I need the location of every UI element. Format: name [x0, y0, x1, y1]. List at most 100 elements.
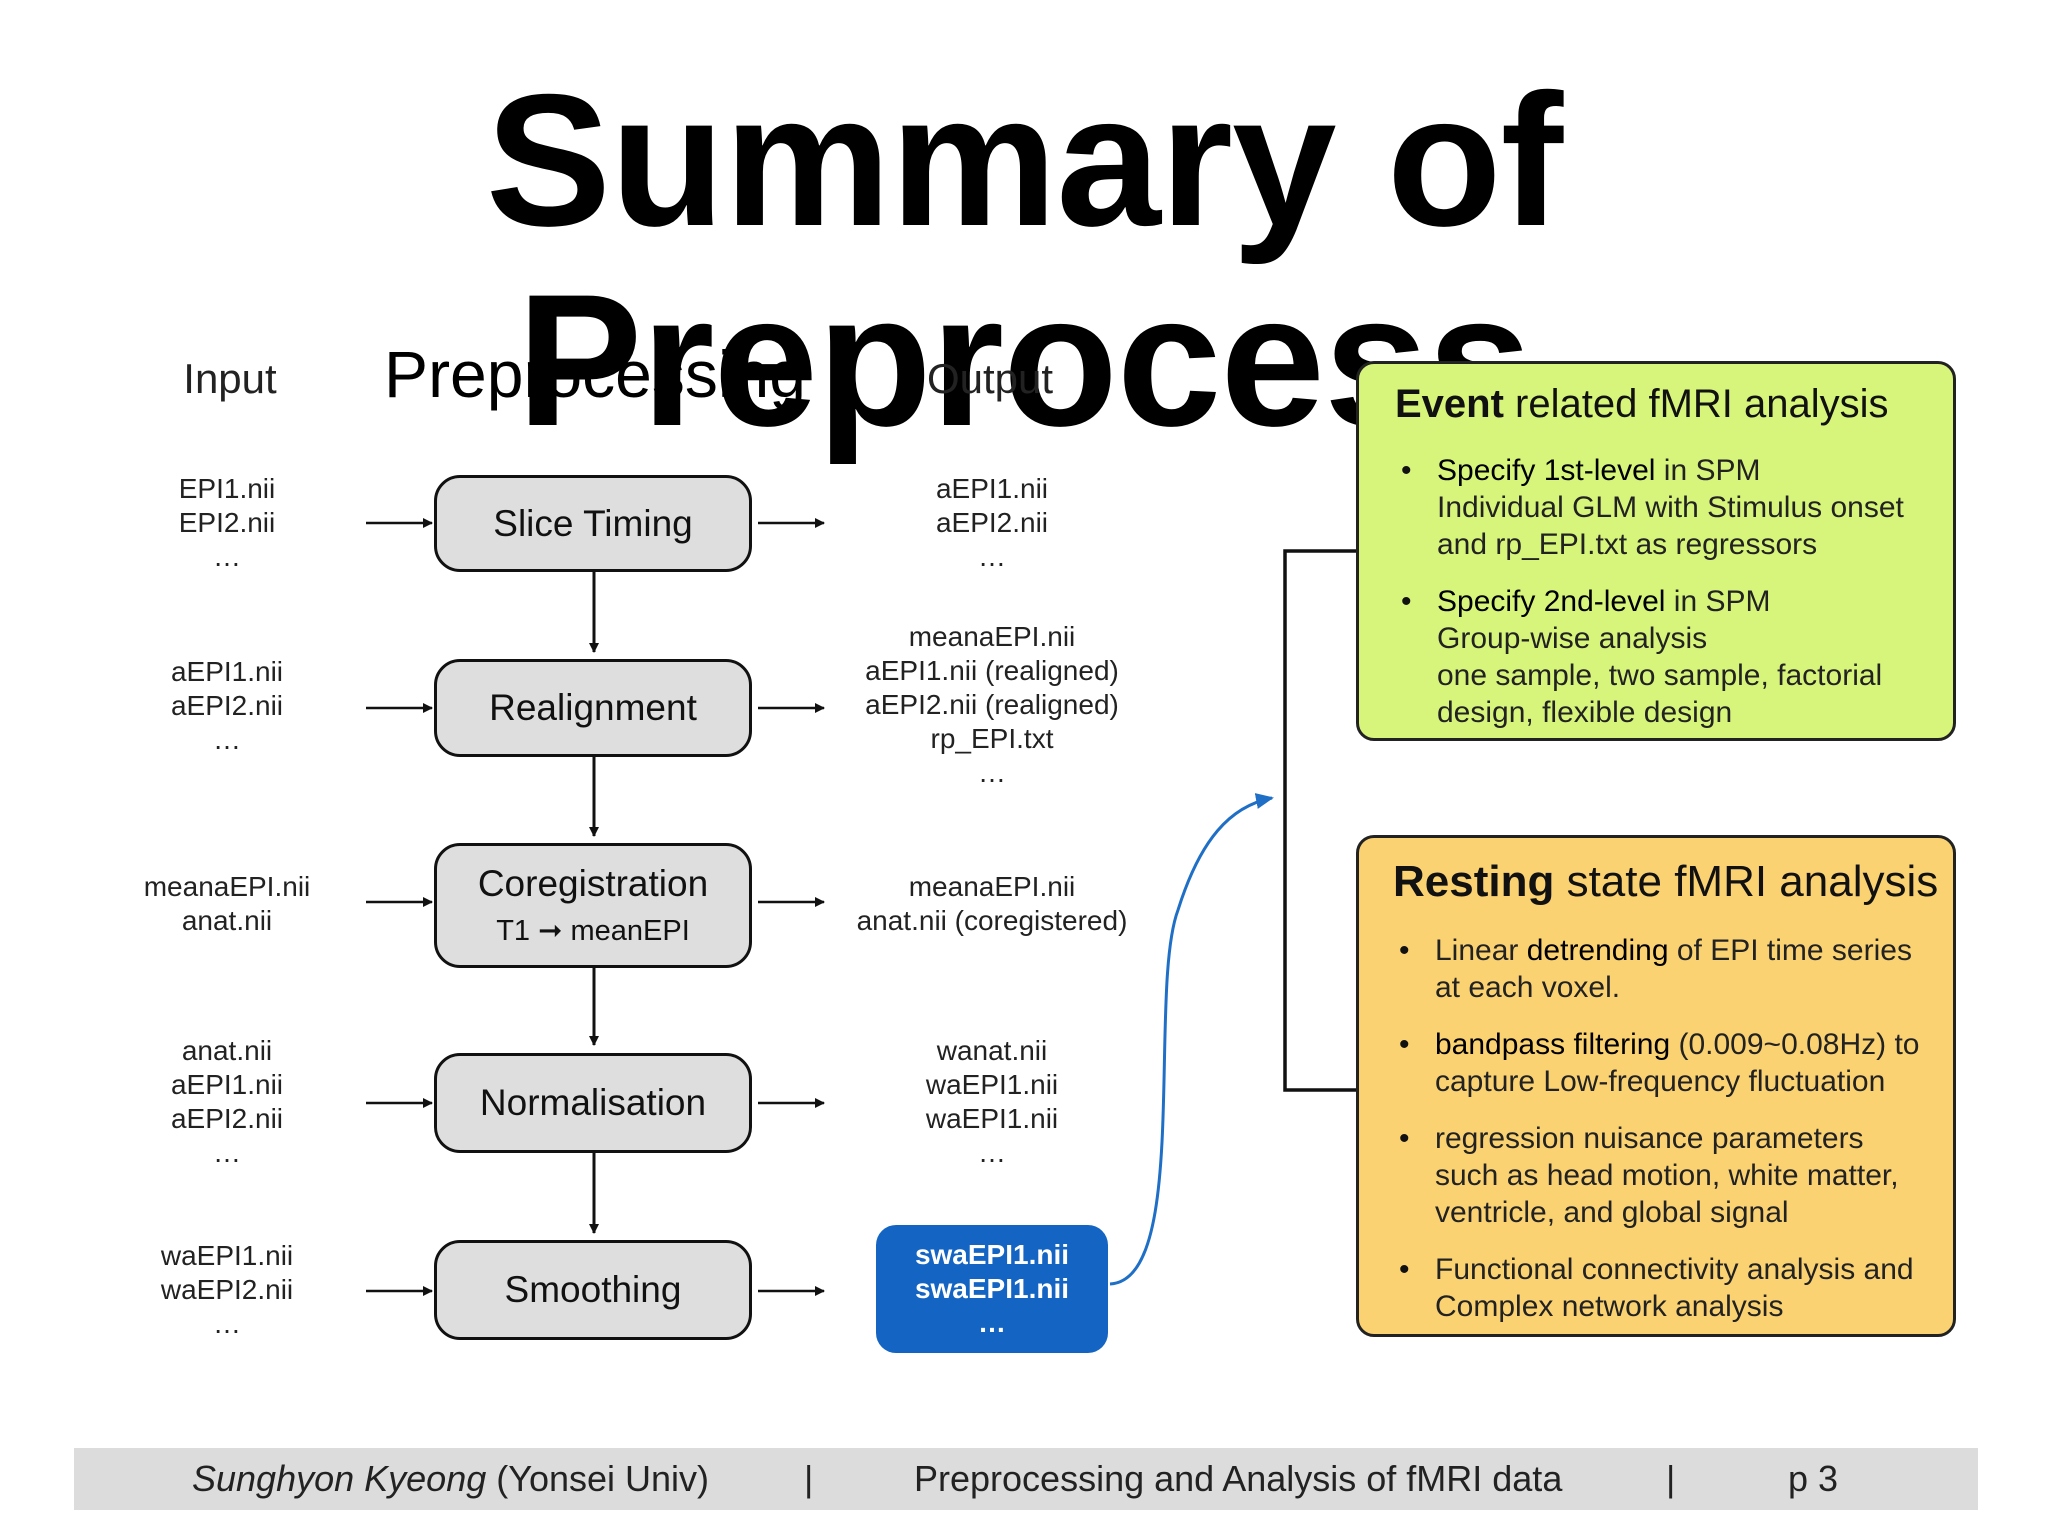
outputs-normalisation: wanat.nii waEPI1.nii waEPI1.nii …: [812, 1034, 1172, 1170]
list-item: Linear detrending of EPI time series at …: [1393, 932, 1917, 1006]
file-name: waEPI1.nii: [925, 1069, 1059, 1100]
step-smoothing: Smoothing: [434, 1240, 752, 1340]
footer-course: Preprocessing and Analysis of fMRI data: [914, 1458, 1563, 1499]
output-arrows: [758, 518, 825, 1296]
file-name: meanaEPI.nii: [143, 871, 311, 902]
list-item: Specify 2nd-level in SPM Group-wise anal…: [1395, 583, 1917, 731]
event-related-panel: Event related fMRI analysis Specify 1st-…: [1356, 361, 1956, 741]
file-name: aEPI1.nii: [170, 656, 284, 687]
page-number: p 3: [1788, 1458, 1839, 1499]
author-affiliation: (Yonsei Univ): [486, 1458, 710, 1499]
file-name: aEPI2.nii: [170, 1103, 284, 1134]
inputs-slice-timing: EPI1.nii EPI2.nii …: [67, 472, 387, 574]
ellipsis: …: [213, 1137, 241, 1168]
item-keyword: detrending: [1526, 934, 1669, 967]
file-name: waEPI2.nii: [160, 1274, 294, 1305]
file-name: anat.nii: [181, 1035, 273, 1066]
file-name: meanaEPI.nii: [908, 621, 1076, 652]
panel-title-rest: related fMRI analysis: [1503, 382, 1889, 426]
item-keyword: Specify 2nd-level: [1437, 585, 1666, 618]
panel-title: Resting state fMRI analysis: [1393, 852, 1938, 912]
resting-state-panel: Resting state fMRI analysis Linear detre…: [1356, 835, 1956, 1337]
outputs-realignment: meanaEPI.nii aEPI1.nii (realigned) aEPI2…: [812, 620, 1172, 790]
smoothed-output-highlight: swaEPI1.nii swaEPI1.nii …: [876, 1225, 1108, 1353]
step-normalisation: Normalisation: [434, 1053, 752, 1153]
ellipsis: …: [978, 757, 1006, 788]
ellipsis: …: [978, 1137, 1006, 1168]
ellipsis: …: [978, 1307, 1006, 1338]
preprocessing-column-heading: Preprocessing: [384, 337, 806, 411]
panel-title-bold: Event: [1395, 382, 1504, 426]
panel-title: Event related fMRI analysis: [1395, 378, 1917, 430]
item-line: at each voxel.: [1435, 971, 1621, 1004]
file-name: anat.nii (coregistered): [856, 905, 1128, 936]
file-name: EPI1.nii: [178, 473, 276, 504]
footer-author: Sunghyon Kyeong (Yonsei Univ): [192, 1458, 709, 1500]
item-line: Individual GLM with Stimulus onset: [1437, 491, 1904, 524]
file-name: waEPI1.nii: [925, 1103, 1059, 1134]
item-line: such as head motion, white matter,: [1435, 1159, 1899, 1192]
input-arrows: [366, 518, 433, 1296]
item-line: one sample, two sample, factorial: [1437, 659, 1883, 692]
inputs-coregistration: meanaEPI.nii anat.nii: [67, 870, 387, 938]
file-name: wanat.nii: [936, 1035, 1048, 1066]
author-name: Sunghyon Kyeong: [192, 1458, 487, 1499]
step-label: Slice Timing: [493, 502, 693, 544]
item-heading: Specify 1st-level in SPM: [1437, 452, 1917, 489]
item-line: bandpass filtering (0.009~0.08Hz) to: [1435, 1026, 1920, 1063]
panel-title-rest: state fMRI analysis: [1554, 857, 1939, 906]
step-slice-timing: Slice Timing: [434, 475, 752, 572]
item-keyword: Specify 1st-level: [1437, 454, 1656, 487]
file-name: rp_EPI.txt: [930, 723, 1054, 754]
ellipsis: …: [978, 541, 1006, 572]
item-line: ventricle, and global signal: [1435, 1196, 1789, 1229]
item-line: regression nuisance parameters: [1435, 1122, 1864, 1155]
item-line: design, flexible design: [1437, 696, 1733, 729]
list-item: bandpass filtering (0.009~0.08Hz) to cap…: [1393, 1026, 1920, 1100]
item-keyword: bandpass filtering: [1435, 1028, 1671, 1061]
input-column-heading: Input: [183, 355, 277, 402]
item-suffix: in SPM: [1655, 454, 1761, 487]
slide-title: Summary of Preprocess: [485, 55, 1564, 465]
file-name: waEPI1.nii: [160, 1240, 294, 1271]
output-column-heading: Output: [926, 355, 1054, 402]
file-name: aEPI2.nii: [935, 507, 1049, 538]
file-name: EPI2.nii: [178, 507, 276, 538]
inputs-smoothing: waEPI1.nii waEPI2.nii …: [67, 1239, 387, 1341]
footer-separator: |: [1666, 1458, 1676, 1499]
output-to-analysis-arrow: [1109, 793, 1274, 1286]
slide-footer: Sunghyon Kyeong (Yonsei Univ) | Preproce…: [74, 1448, 1978, 1510]
item-line: Functional connectivity analysis and: [1435, 1253, 1914, 1286]
file-name: aEPI1.nii: [170, 1069, 284, 1100]
item-line: capture Low-frequency fluctuation: [1435, 1065, 1886, 1098]
panel-title-bold: Resting: [1393, 857, 1555, 906]
item-suffix: of EPI time series: [1668, 934, 1912, 967]
ellipsis: …: [213, 724, 241, 755]
analysis-bracket: [1283, 549, 1358, 1092]
file-name: anat.nii: [181, 905, 273, 936]
event-items: Specify 1st-level in SPM Individual GLM …: [1395, 452, 1917, 731]
inputs-normalisation: anat.nii aEPI1.nii aEPI2.nii …: [67, 1034, 387, 1170]
step-label: Normalisation: [479, 1082, 707, 1123]
file-name: aEPI1.nii: [935, 473, 1049, 504]
file-name: aEPI1.nii (realigned): [865, 655, 1119, 686]
item-line: Group-wise analysis: [1437, 622, 1708, 655]
footer-separator: |: [804, 1458, 814, 1499]
list-item: regression nuisance parameters such as h…: [1393, 1120, 1917, 1231]
item-line: Linear detrending of EPI time series: [1435, 932, 1917, 969]
list-item: Specify 1st-level in SPM Individual GLM …: [1395, 452, 1917, 563]
file-name: aEPI2.nii (realigned): [865, 689, 1119, 720]
item-suffix: (0.009~0.08Hz) to: [1670, 1028, 1920, 1061]
step-label: Realignment: [489, 687, 697, 728]
item-heading: Specify 2nd-level in SPM: [1437, 583, 1917, 620]
outputs-slice-timing: aEPI1.nii aEPI2.nii …: [812, 472, 1172, 574]
ellipsis: …: [213, 541, 241, 572]
file-name: meanaEPI.nii: [908, 871, 1076, 902]
file-name: swaEPI1.nii: [914, 1273, 1070, 1304]
ellipsis: …: [213, 1308, 241, 1339]
item-prefix: Linear: [1435, 934, 1527, 967]
file-name: aEPI2.nii: [170, 690, 284, 721]
step-coregistration: Coregistration T1 ➞ meanEPI: [434, 843, 752, 968]
item-line: and rp_EPI.txt as regressors: [1437, 528, 1818, 561]
